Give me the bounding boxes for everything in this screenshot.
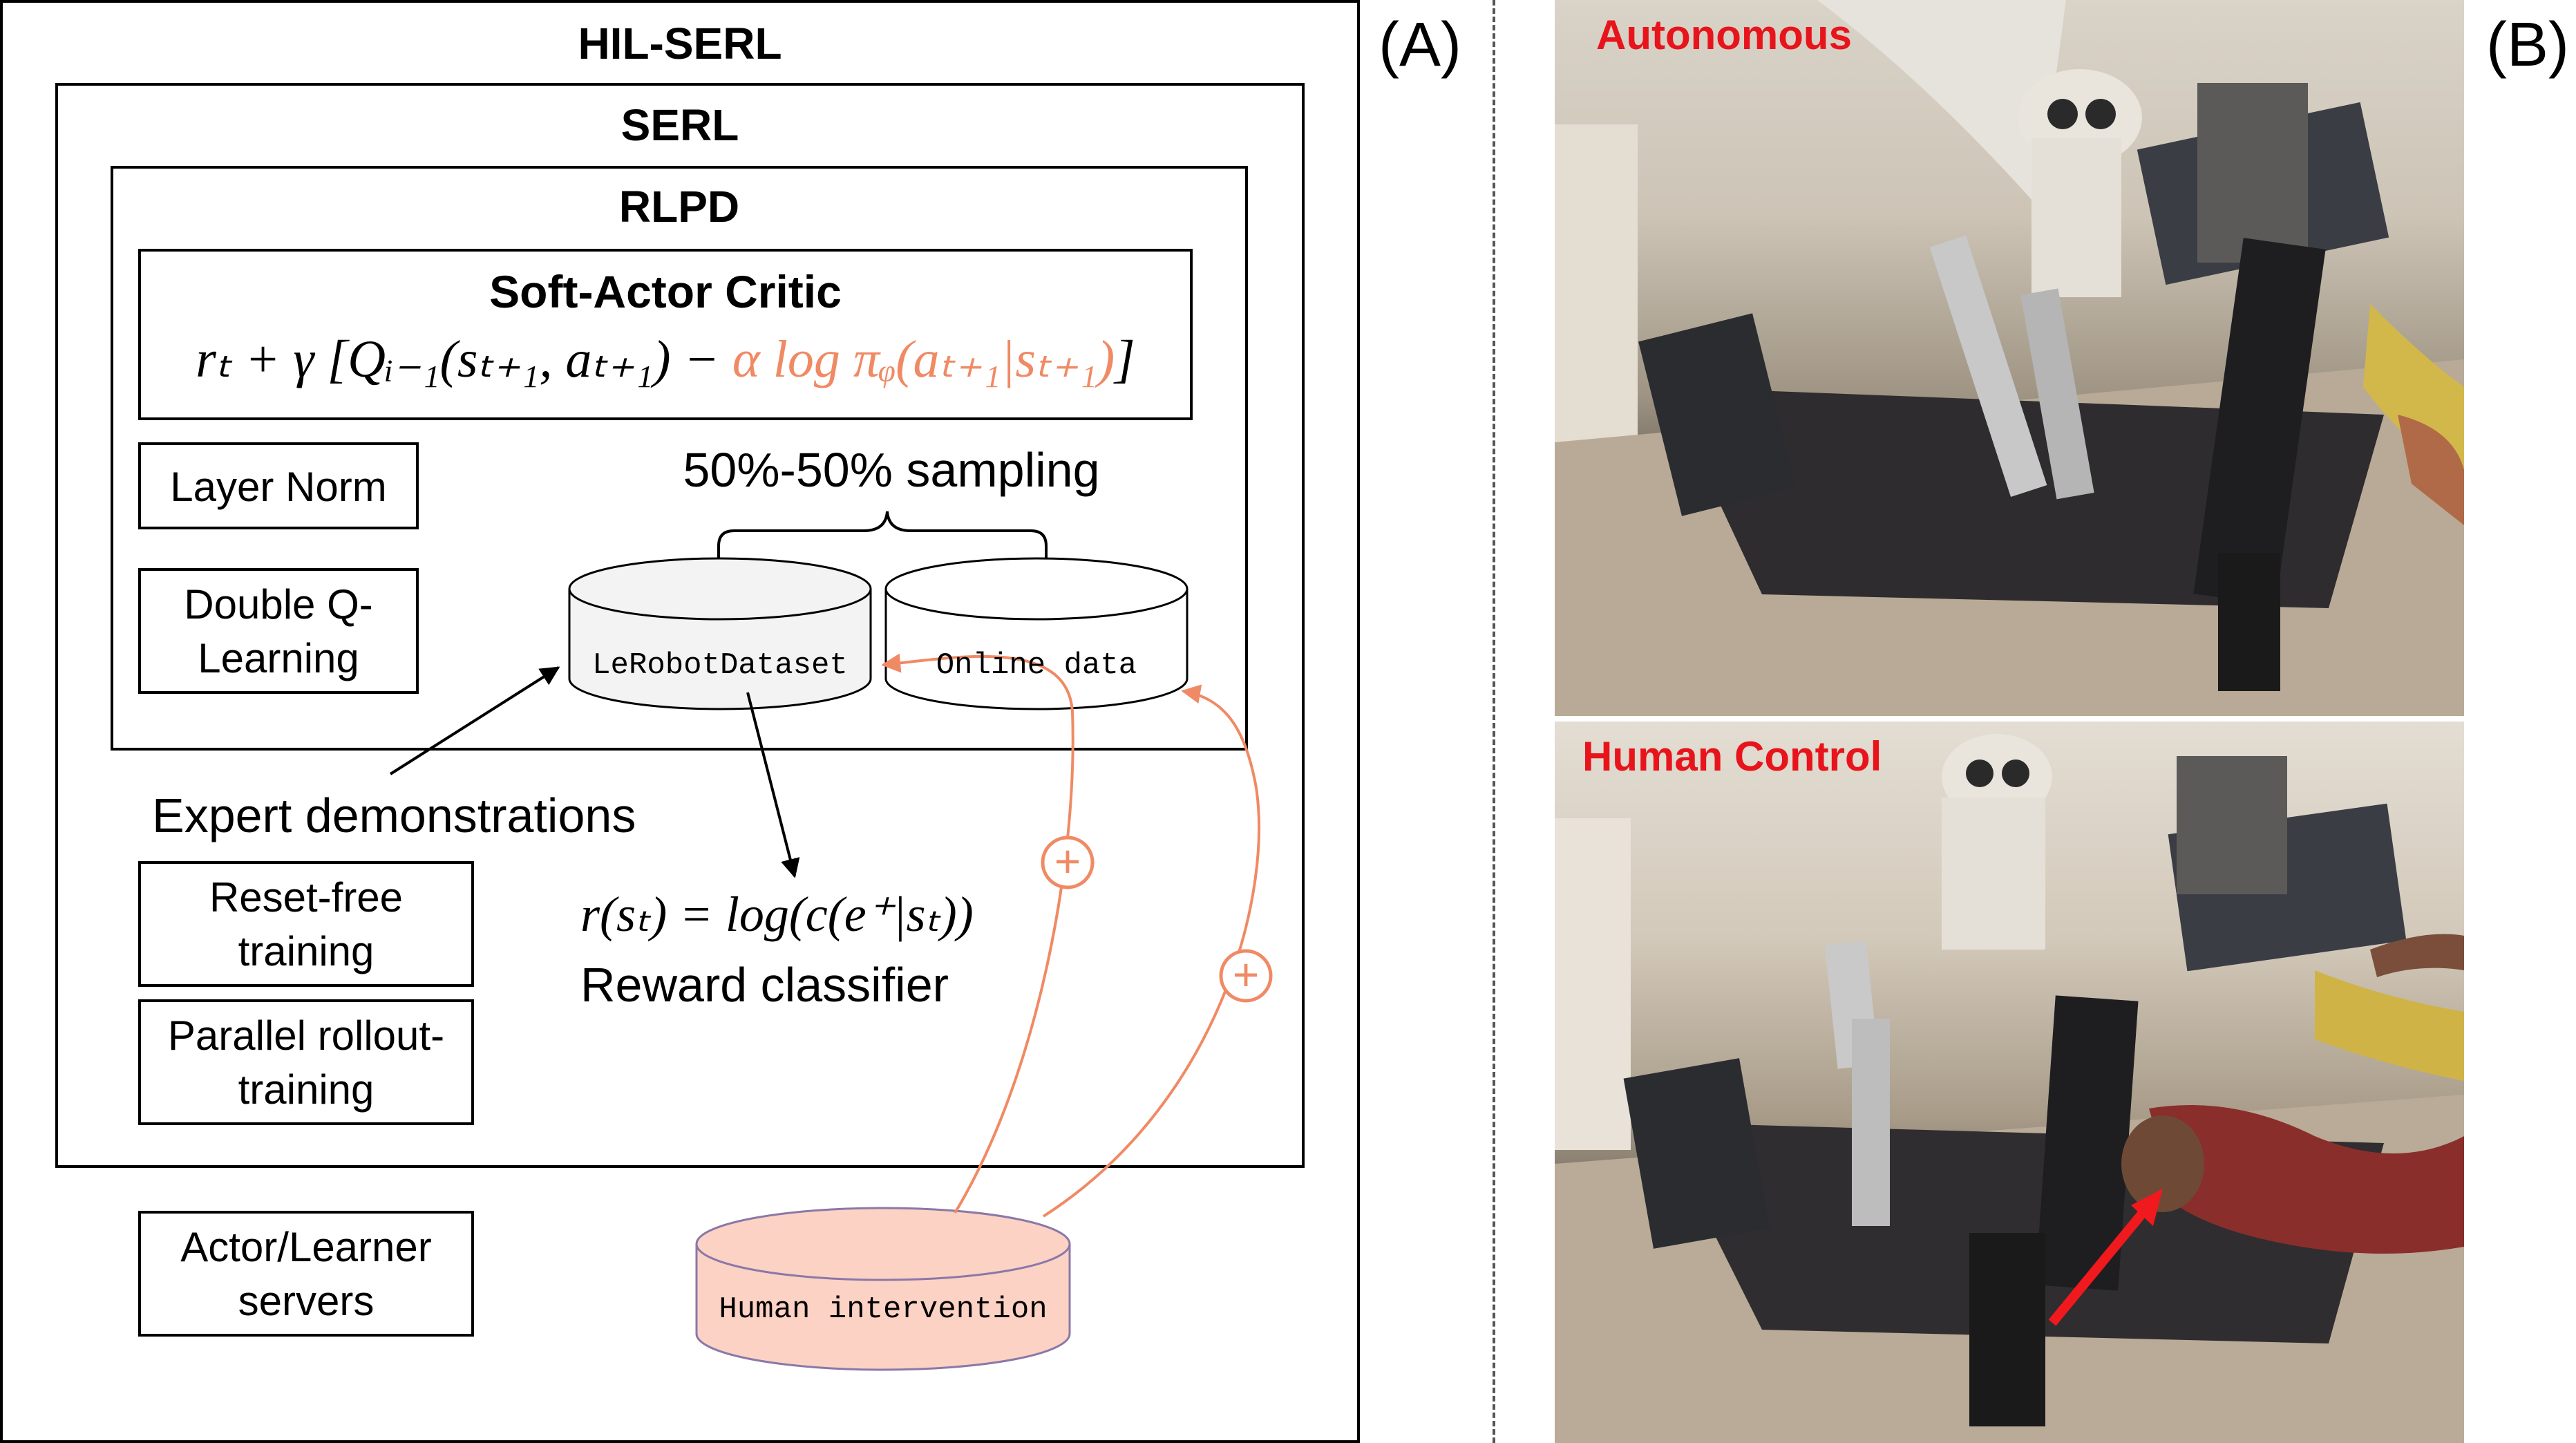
actor-box: Actor/Learner servers: [138, 1211, 474, 1337]
rlpd-title: RLPD: [618, 182, 740, 232]
online-data-cylinder: [884, 557, 1188, 710]
reset-free-box: Reset-free training: [138, 861, 474, 987]
plus-circle-1: [1041, 836, 1095, 889]
parallel-box: Parallel rollout-training: [138, 999, 474, 1125]
expert-arrow: [389, 666, 560, 775]
human-control-photo: Human Control: [1555, 722, 2464, 1443]
expert-label: Expert demonstrations: [152, 789, 636, 842]
double-q-label: Double Q-Learning: [184, 581, 373, 681]
human-label: Human intervention: [719, 1292, 1048, 1327]
sampling-brace: [717, 511, 1048, 560]
sac-equation: rₜ + γ [Qᵢ₋₁(sₜ₊₁, aₜ₊₁) − α log πᵩ(aₜ₊₁…: [155, 328, 1176, 390]
parallel-label: Parallel rollout-training: [167, 1012, 445, 1113]
dataset-label: LeRobotDataset: [592, 648, 848, 683]
diagram-connections: [389, 511, 1273, 1371]
human-control-tag: Human Control: [1582, 733, 1882, 780]
autonomous-photo: Autonomous: [1555, 0, 2464, 716]
panel-divider: [1493, 0, 1495, 1443]
sac-title: Soft-Actor Critic: [489, 266, 842, 317]
sampling-label: 50%-50% sampling: [683, 443, 1100, 497]
reset-free-label: Reset-free training: [209, 874, 404, 974]
human-intervention-cylinder: [695, 1207, 1071, 1371]
online-label: Online data: [936, 648, 1137, 683]
reward-equation: r(sₜ) = log(c(e⁺|sₜ)): [580, 887, 974, 942]
reward-arrow: [746, 692, 800, 878]
actor-label: Actor/Learner servers: [180, 1224, 432, 1324]
sac-equation-main: rₜ + γ [Qᵢ₋₁(sₜ₊₁, aₜ₊₁) −: [196, 330, 732, 388]
plus-sign-1: +: [1054, 836, 1081, 887]
rlpd-box: RLPD: [111, 166, 1248, 751]
serl-title: SERL: [621, 100, 739, 150]
human-to-dataset-curve: [881, 653, 1074, 1214]
lerobot-dataset-cylinder: [568, 557, 872, 710]
layer-norm-label: Layer Norm: [170, 464, 387, 510]
hil-serl-box: HIL-SERL: [0, 0, 1360, 1443]
sac-equation-close: ]: [1115, 330, 1135, 388]
sac-equation-entropy: α log πᵩ(aₜ₊₁|sₜ₊₁): [732, 330, 1115, 388]
panel-a-label: (A): [1379, 10, 1461, 79]
plus-circle-2: [1219, 949, 1273, 1003]
serl-box: SERL: [55, 83, 1305, 1168]
hil-serl-title: HIL-SERL: [578, 19, 782, 68]
plus-sign-2: +: [1232, 949, 1260, 1000]
sac-box: Soft-Actor Critic rₜ + γ [Qᵢ₋₁(sₜ₊₁, aₜ₊…: [138, 249, 1193, 420]
panel-b-label: (B): [2486, 10, 2569, 79]
layer-norm-box: Layer Norm: [138, 442, 419, 529]
human-to-online-curve: [1042, 684, 1260, 1218]
double-q-box: Double Q-Learning: [138, 568, 419, 694]
autonomous-scene: [1555, 0, 2464, 716]
reward-label: Reward classifier: [580, 958, 949, 1012]
autonomous-tag: Autonomous: [1596, 12, 1852, 58]
human-control-scene: [1555, 734, 2464, 1443]
